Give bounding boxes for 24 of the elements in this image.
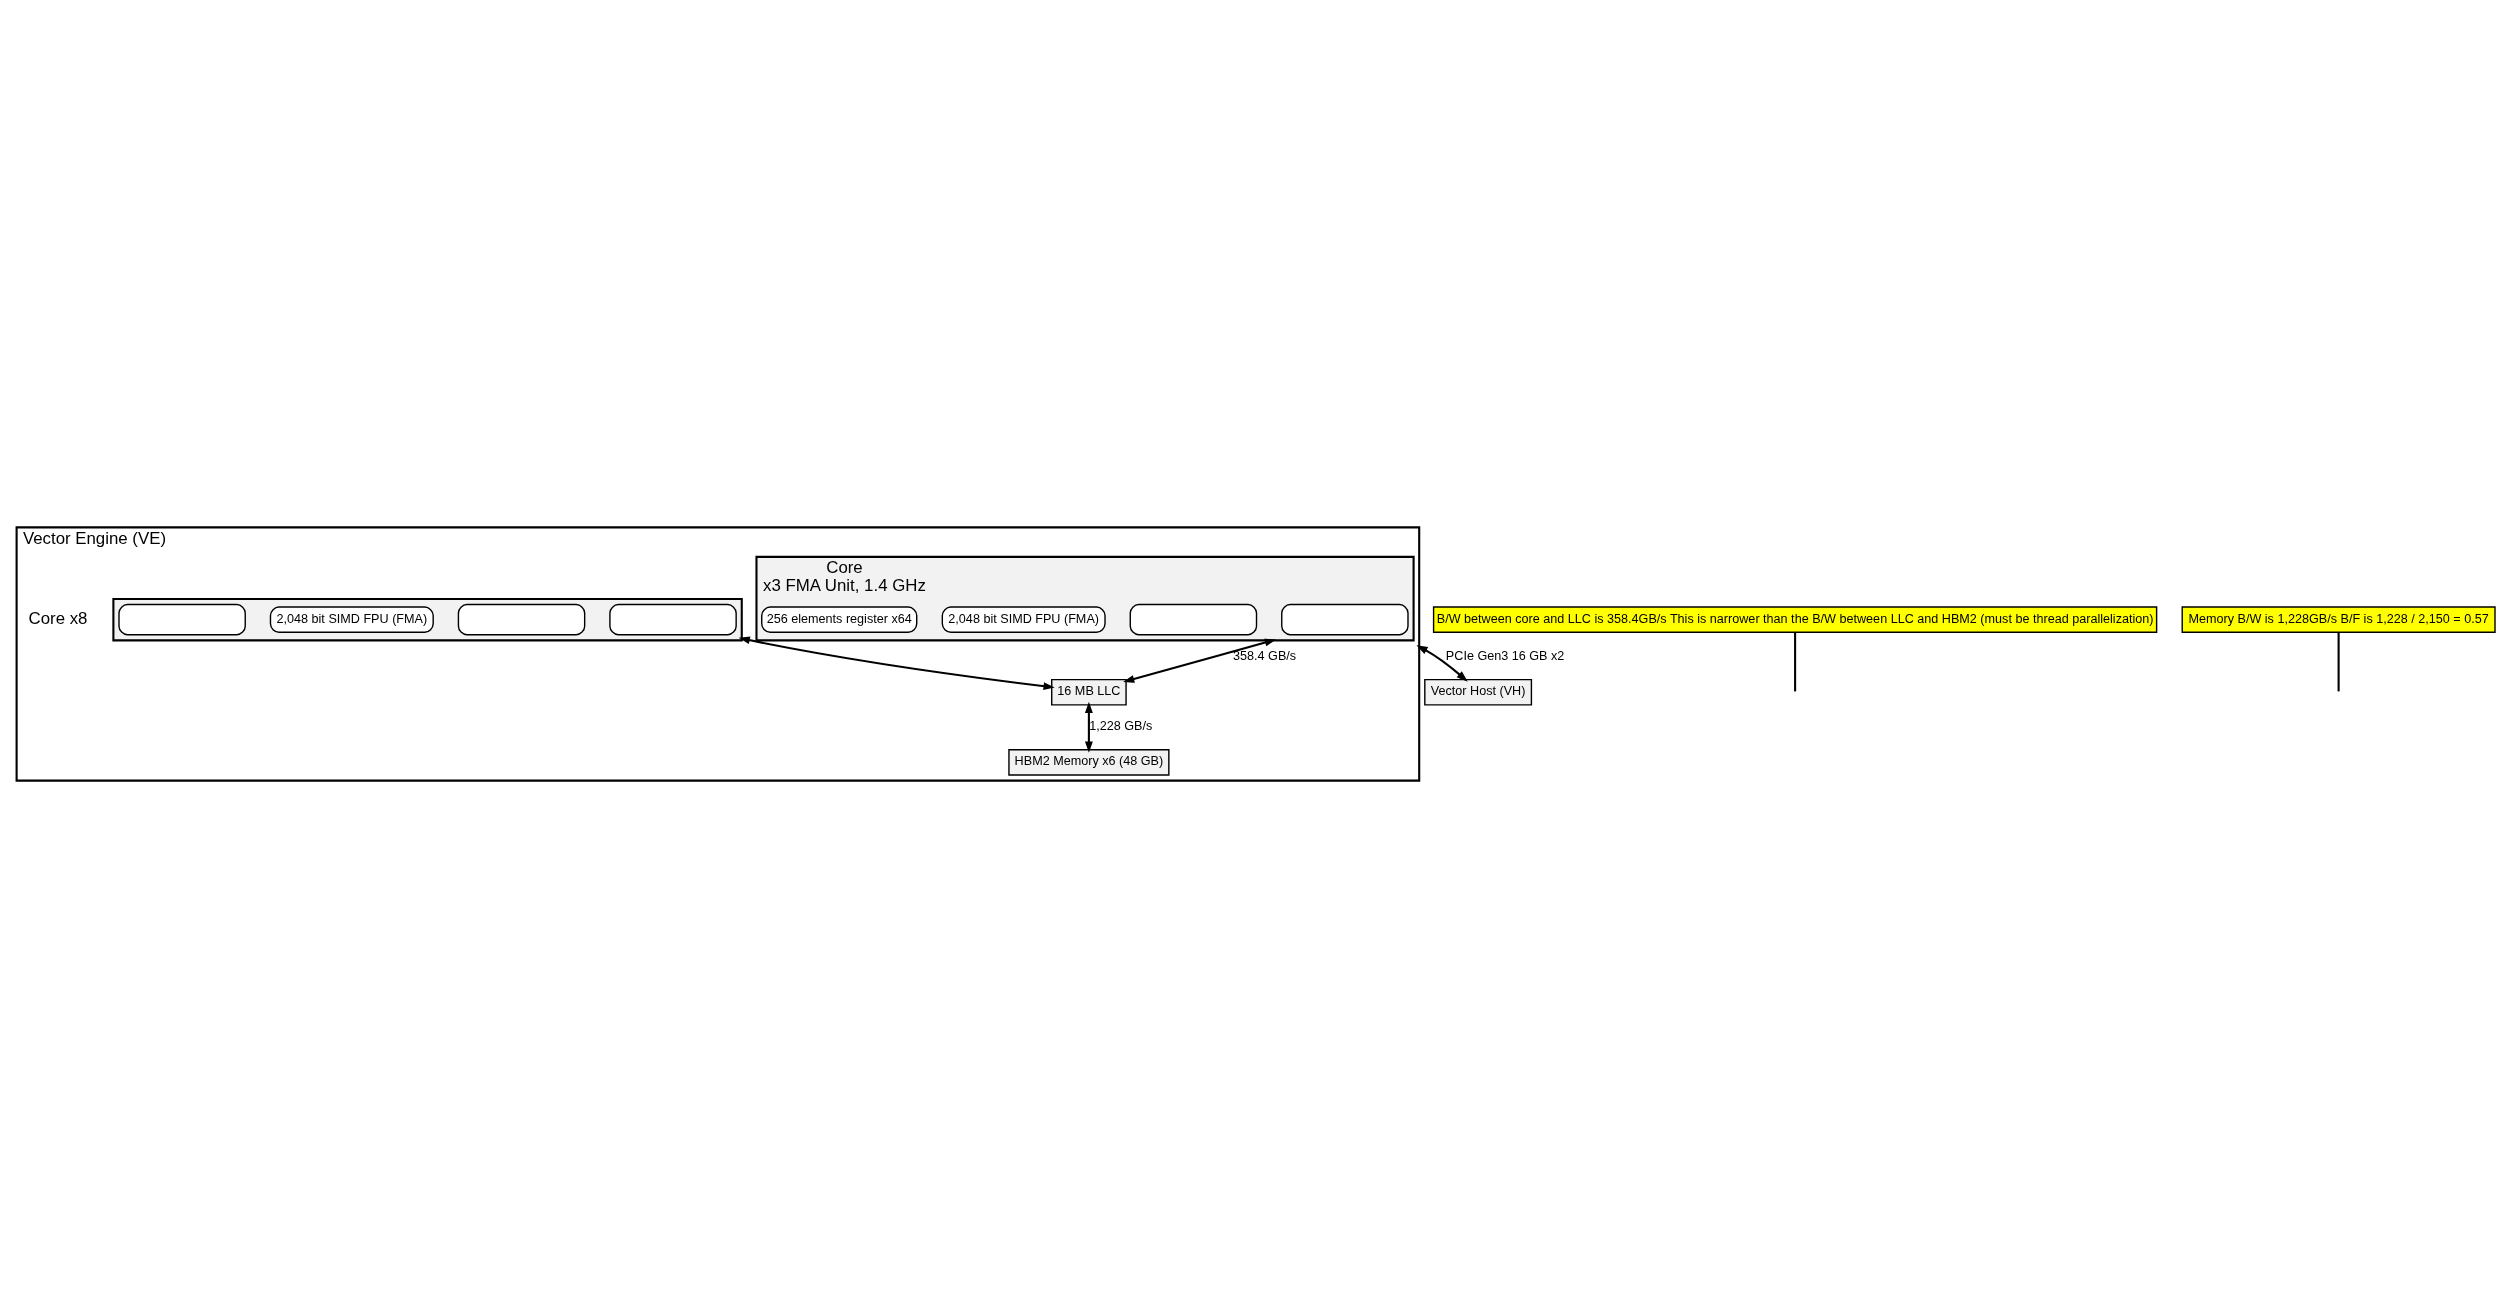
node-box [1281, 603, 1409, 635]
node-box: Vector Host (VH) [1424, 678, 1533, 706]
arrow [1084, 701, 1093, 753]
node-box [118, 603, 246, 635]
node-box: 2,048 bit SIMD FPU (FMA) [941, 605, 1106, 633]
edge-label: 358.4 GB/s [1233, 648, 1297, 663]
cluster [112, 597, 743, 641]
arrow [738, 635, 1055, 690]
node-box [1129, 603, 1258, 635]
node-box: B/W between core and LLC is 358.4GB/s This is narrower than the B/W between LLC and HBM2 (must be thread parallelization) [1432, 605, 2158, 633]
node-box: Memory B/W is 1,228GB/s B/F is 1,228 / 2,150 = 0.57 [2181, 605, 2496, 633]
node-box: 16 MB LLC [1051, 678, 1127, 706]
node-box [609, 603, 737, 635]
arrow [1123, 638, 1277, 683]
connector [2337, 631, 2340, 691]
node-box: HBM2 Memory x6 (48 GB) [1008, 748, 1170, 776]
connector [1794, 631, 1797, 691]
node-box: 2,048 bit SIMD FPU (FMA) [269, 605, 434, 633]
edge-label: PCIe Gen3 16 GB x2 [1445, 648, 1565, 663]
arrow [1416, 644, 1468, 682]
edge-label: 1,228 GB/s [1089, 718, 1153, 733]
node-box [457, 603, 586, 635]
label: Core x8 [28, 608, 88, 628]
node-box: 256 elements register x64 [761, 605, 918, 633]
